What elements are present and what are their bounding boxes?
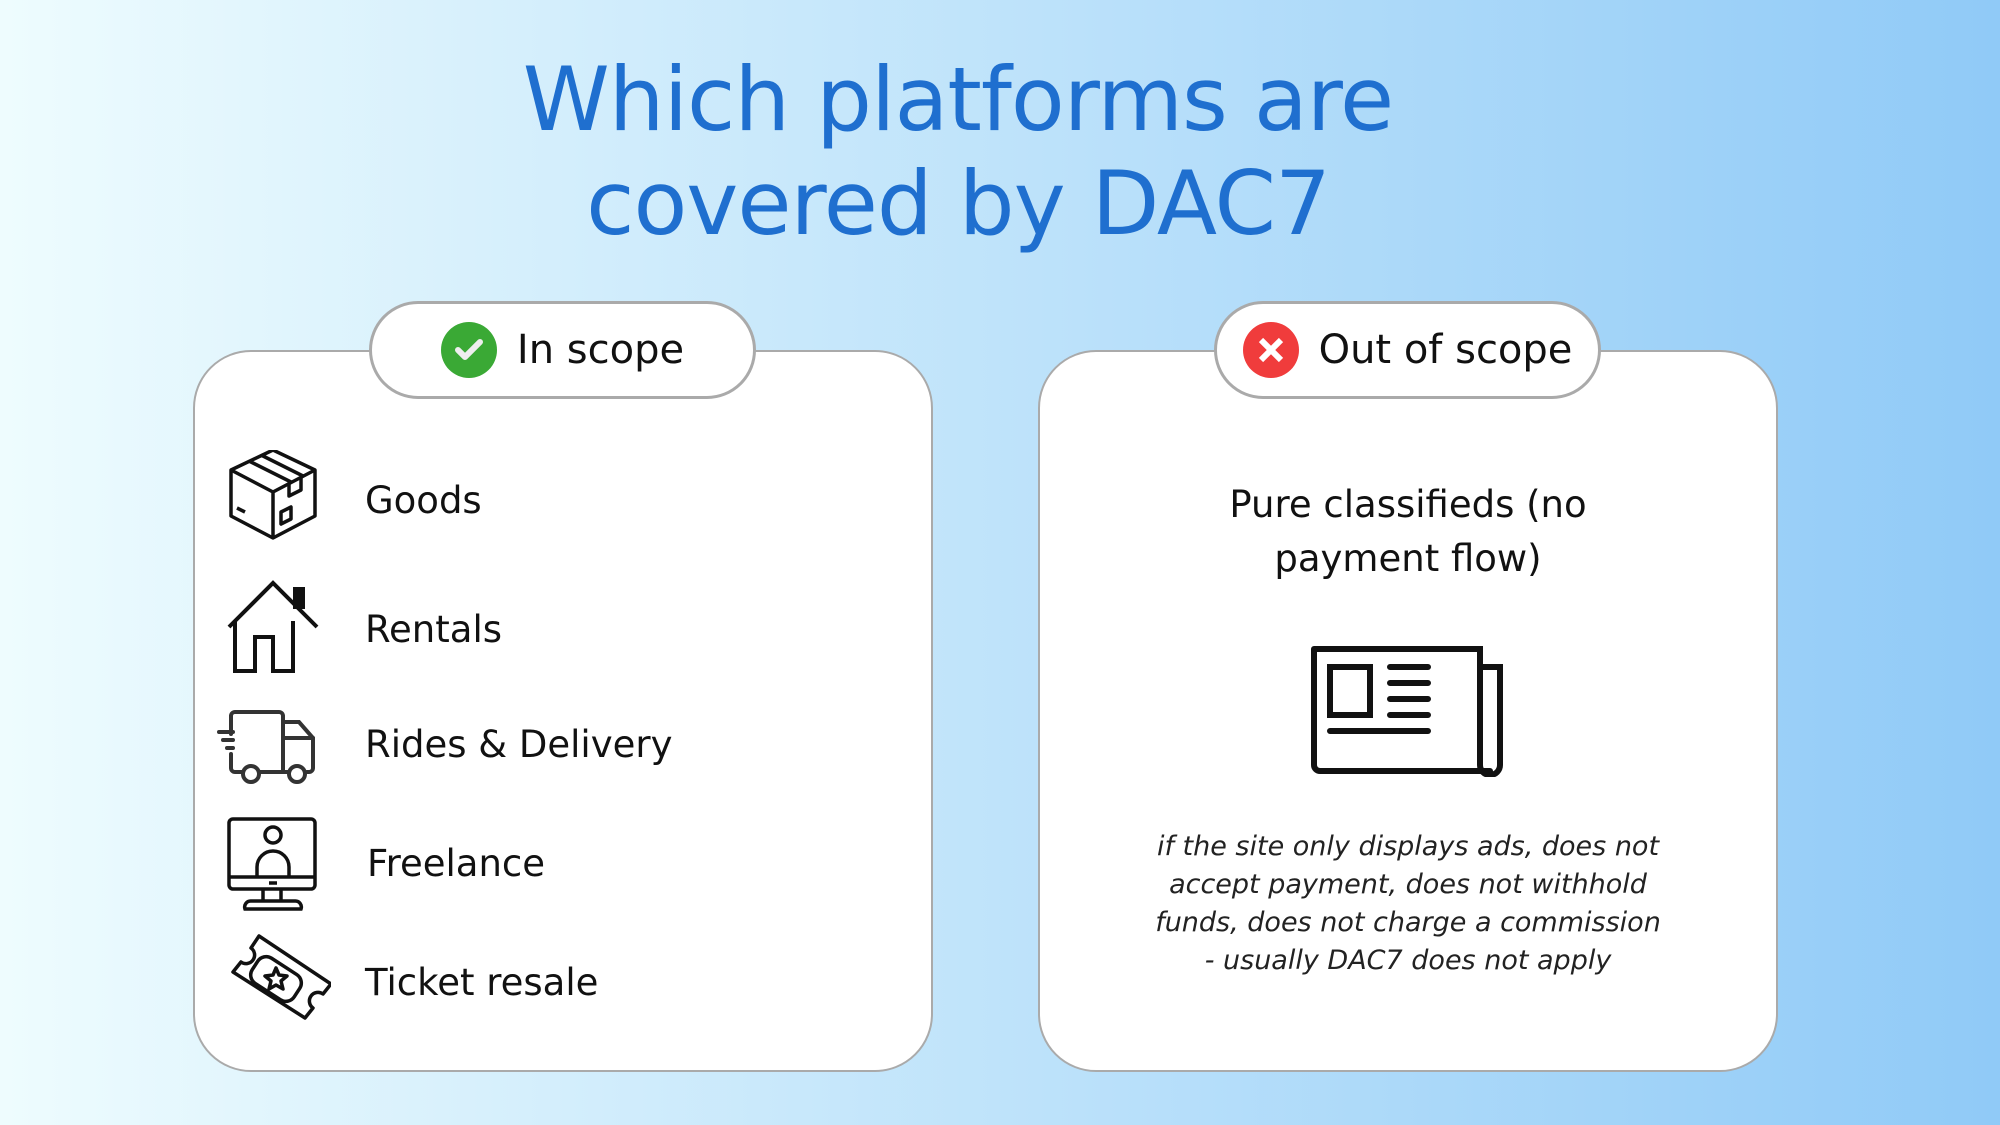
box-icon [229,450,317,540]
list-item-goods: Goods [227,450,482,550]
item-label: Rides & Delivery [365,722,673,766]
in-scope-pill: In scope [369,301,756,399]
newspaper-icon [1311,646,1503,777]
out-of-scope-label: Out of scope [1318,327,1573,373]
note-line: - usually DAC7 does not apply [1204,945,1612,976]
in-scope-label: In scope [516,327,685,373]
truck-icon [217,710,315,784]
out-of-scope-heading: Pure classifieds (no payment flow) [1038,478,1778,586]
cross-icon [1242,322,1299,378]
note-line: accept payment, does not withhold [1169,869,1647,900]
list-item-ticket-resale: Ticket resale [227,932,598,1032]
heading-line: payment flow) [1274,537,1542,580]
title-line-2: covered by DAC7 [586,152,1331,255]
list-item-rides-delivery: Rides & Delivery [217,694,672,794]
computer-user-icon [227,817,317,911]
item-label: Rentals [365,607,502,651]
out-of-scope-card [1038,350,1778,1072]
check-icon [440,322,497,378]
list-item-rentals: Rentals [227,579,502,679]
page-title: Which platforms are covered by DAC7 [0,48,1916,256]
out-of-scope-note: if the site only displays ads, does not … [1038,828,1778,980]
heading-line: Pure classifieds (no [1229,483,1587,526]
item-label: Goods [365,478,482,522]
out-of-scope-pill: Out of scope [1214,301,1601,399]
house-icon [227,580,319,673]
ticket-icon [231,934,331,1020]
title-line-1: Which platforms are [522,48,1394,151]
note-line: funds, does not charge a commission [1155,907,1661,938]
item-label: Freelance [367,841,546,885]
note-line: if the site only displays ads, does not [1156,831,1660,862]
item-label: Ticket resale [365,960,599,1004]
list-item-freelance: Freelance [227,813,545,913]
